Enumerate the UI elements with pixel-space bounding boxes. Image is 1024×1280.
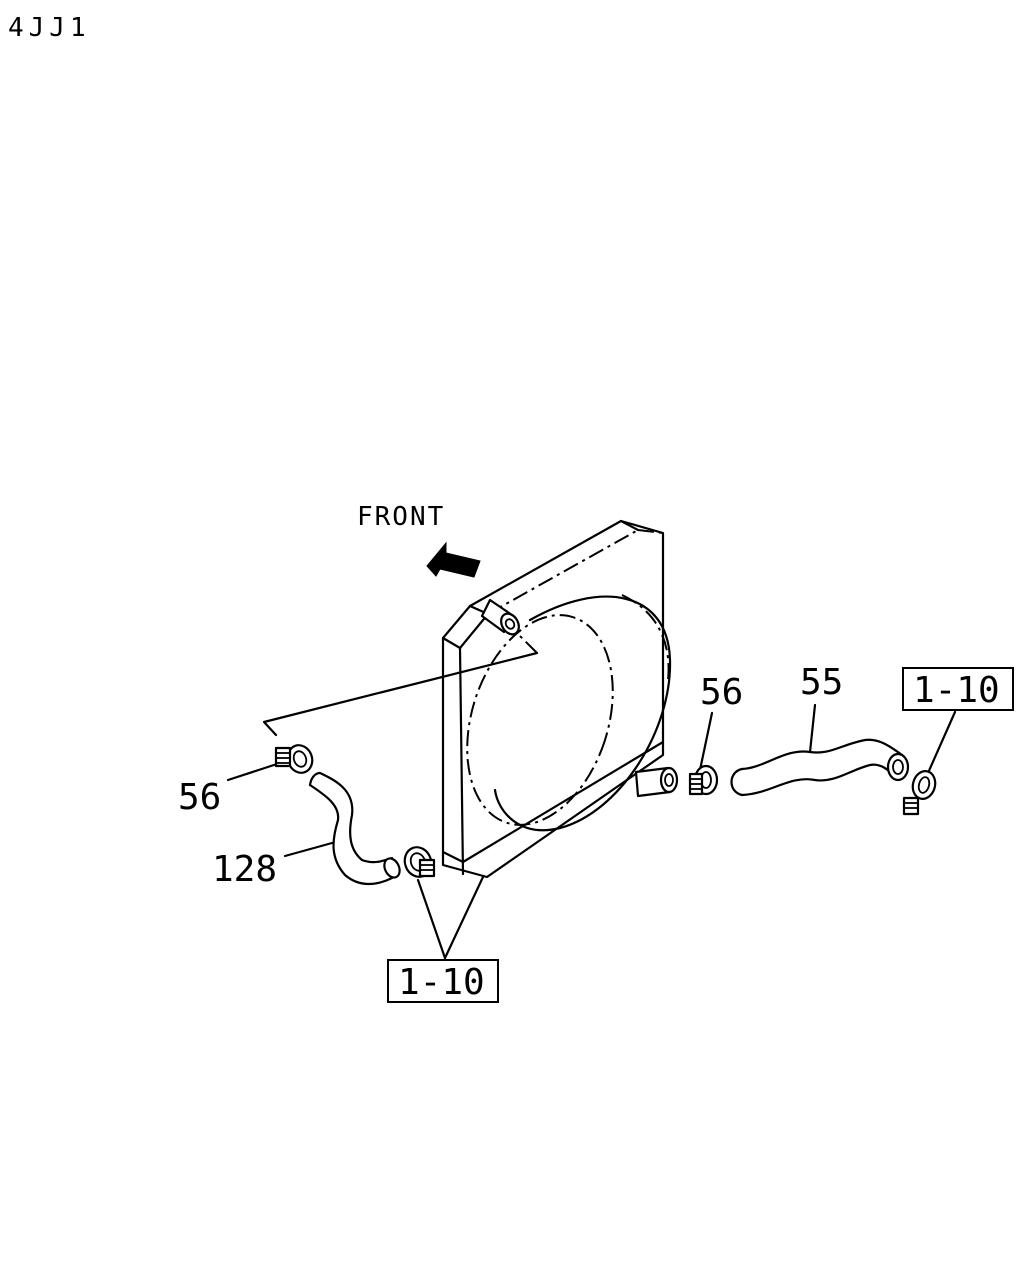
reference-box-right[interactable]: 1-10 bbox=[902, 667, 1014, 711]
callout-56-left: 56 bbox=[178, 777, 221, 818]
lower-hose bbox=[308, 771, 401, 886]
radiator-shroud bbox=[441, 519, 672, 879]
connection-lines bbox=[226, 632, 957, 960]
reference-box-left[interactable]: 1-10 bbox=[387, 959, 499, 1003]
engine-code: 4JJ1 bbox=[8, 13, 91, 43]
hose-clamp-right bbox=[688, 764, 719, 796]
reference-label-left: 1-10 bbox=[398, 962, 485, 1003]
hose-clamp-center bbox=[403, 846, 436, 878]
upper-outlet-pipe bbox=[480, 598, 520, 636]
front-arrow-icon bbox=[426, 541, 481, 578]
reference-label-right: 1-10 bbox=[913, 670, 1000, 711]
hose-clamp-far-right bbox=[902, 770, 937, 816]
upper-hose bbox=[730, 738, 910, 797]
lower-outlet-pipe bbox=[634, 766, 679, 798]
hose-clamp-left bbox=[274, 744, 314, 774]
callout-56-right: 56 bbox=[700, 672, 743, 713]
front-label: FRONT bbox=[357, 502, 445, 532]
callout-128: 128 bbox=[212, 849, 277, 890]
callout-55: 55 bbox=[800, 662, 843, 703]
